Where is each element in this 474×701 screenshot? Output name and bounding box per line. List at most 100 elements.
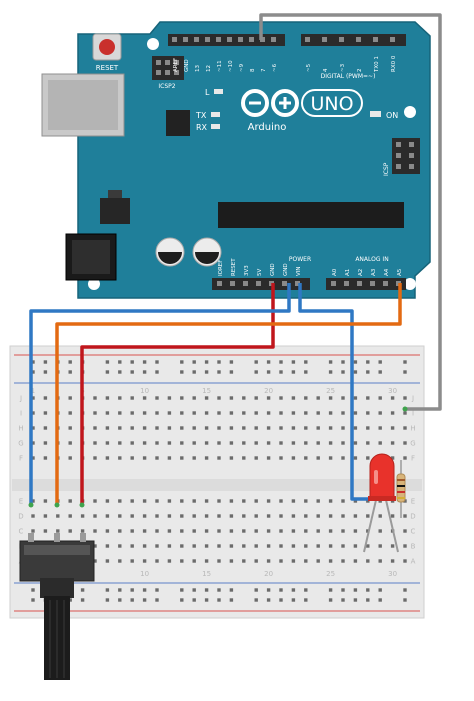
led[interactable] — [363, 453, 399, 553]
breadboard-hole[interactable] — [167, 544, 172, 548]
breadboard-hole[interactable] — [155, 396, 159, 400]
breadboard-hole[interactable] — [229, 544, 234, 548]
breadboard-hole[interactable] — [316, 396, 320, 400]
rail-hole[interactable] — [142, 588, 147, 592]
breadboard-hole[interactable] — [390, 426, 395, 430]
breadboard-hole[interactable] — [353, 514, 358, 518]
breadboard-hole[interactable] — [403, 411, 407, 415]
breadboard-hole[interactable] — [180, 456, 184, 460]
breadboard-hole[interactable] — [167, 441, 172, 445]
breadboard-hole[interactable] — [316, 441, 320, 445]
rail-hole[interactable] — [328, 370, 333, 374]
analog-pin-hole[interactable] — [370, 281, 375, 286]
breadboard-hole[interactable] — [43, 426, 48, 430]
breadboard-hole[interactable] — [279, 456, 283, 460]
rail-hole[interactable] — [155, 588, 159, 592]
breadboard-hole[interactable] — [291, 499, 296, 503]
breadboard-hole[interactable] — [403, 441, 407, 445]
breadboard-hole[interactable] — [328, 514, 333, 518]
breadboard-hole[interactable] — [341, 529, 345, 533]
rail-hole[interactable] — [254, 598, 258, 602]
breadboard-hole[interactable] — [279, 411, 283, 415]
rail-hole[interactable] — [118, 598, 122, 602]
breadboard-hole[interactable] — [266, 559, 271, 563]
breadboard-hole[interactable] — [192, 426, 196, 430]
breadboard-hole[interactable] — [68, 514, 72, 518]
breadboard-hole[interactable] — [142, 456, 147, 460]
breadboard-hole[interactable] — [31, 441, 35, 445]
rail-hole[interactable] — [279, 598, 283, 602]
digital-pin-hole[interactable] — [249, 37, 254, 42]
breadboard-hole[interactable] — [155, 456, 159, 460]
breadboard-hole[interactable] — [279, 426, 283, 430]
rail-hole[interactable] — [328, 598, 333, 602]
breadboard-hole[interactable] — [93, 499, 97, 503]
breadboard-hole[interactable] — [31, 396, 35, 400]
breadboard-hole[interactable] — [118, 544, 122, 548]
breadboard-hole[interactable] — [378, 411, 382, 415]
breadboard-hole[interactable] — [242, 441, 246, 445]
breadboard-hole[interactable] — [291, 426, 296, 430]
breadboard-hole[interactable] — [180, 544, 184, 548]
rail-hole[interactable] — [192, 598, 196, 602]
rail-hole[interactable] — [217, 360, 221, 364]
breadboard-hole[interactable] — [155, 499, 159, 503]
rail-hole[interactable] — [291, 360, 296, 364]
rail-hole[interactable] — [229, 360, 234, 364]
potentiometer[interactable] — [19, 533, 95, 680]
breadboard-hole[interactable] — [217, 426, 221, 430]
rail-hole[interactable] — [217, 370, 221, 374]
rail-hole[interactable] — [378, 360, 382, 364]
breadboard-hole[interactable] — [80, 529, 85, 533]
rail-hole[interactable] — [142, 360, 147, 364]
rail-hole[interactable] — [353, 598, 358, 602]
breadboard-hole[interactable] — [254, 441, 258, 445]
led-body[interactable] — [369, 453, 395, 499]
rail-hole[interactable] — [254, 370, 258, 374]
breadboard-hole[interactable] — [403, 456, 407, 460]
breadboard-hole[interactable] — [229, 529, 234, 533]
breadboard-hole[interactable] — [56, 514, 60, 518]
breadboard-hole[interactable] — [366, 396, 370, 400]
breadboard-hole[interactable] — [155, 544, 159, 548]
breadboard-hole[interactable] — [155, 529, 159, 533]
rail-hole[interactable] — [266, 588, 271, 592]
rail-hole[interactable] — [341, 598, 345, 602]
breadboard-hole[interactable] — [254, 411, 258, 415]
rail-hole[interactable] — [180, 598, 184, 602]
breadboard-hole[interactable] — [366, 456, 370, 460]
breadboard-hole[interactable] — [403, 559, 407, 563]
breadboard-hole[interactable] — [316, 499, 320, 503]
breadboard-hole[interactable] — [204, 499, 209, 503]
breadboard-hole[interactable] — [105, 499, 110, 503]
breadboard-hole[interactable] — [204, 559, 209, 563]
rail-hole[interactable] — [192, 360, 196, 364]
breadboard-hole[interactable] — [366, 514, 370, 518]
digital-pin-hole[interactable] — [216, 37, 221, 42]
breadboard-hole[interactable] — [328, 456, 333, 460]
breadboard-hole[interactable] — [291, 456, 296, 460]
breadboard-hole[interactable] — [254, 544, 258, 548]
rail-hole[interactable] — [31, 588, 35, 592]
breadboard-hole[interactable] — [353, 426, 358, 430]
breadboard-hole[interactable] — [142, 396, 147, 400]
breadboard-hole[interactable] — [167, 514, 172, 518]
breadboard-hole[interactable] — [304, 456, 308, 460]
breadboard-hole[interactable] — [254, 396, 258, 400]
breadboard-hole[interactable] — [217, 396, 221, 400]
breadboard-hole[interactable] — [366, 441, 370, 445]
breadboard-hole[interactable] — [130, 529, 134, 533]
rail-hole[interactable] — [229, 370, 234, 374]
rail-hole[interactable] — [403, 588, 407, 592]
breadboard-hole[interactable] — [130, 396, 134, 400]
breadboard-hole[interactable] — [130, 456, 134, 460]
breadboard-hole[interactable] — [266, 441, 271, 445]
breadboard-hole[interactable] — [204, 456, 209, 460]
rail-hole[interactable] — [254, 360, 258, 364]
power-pin-hole[interactable] — [295, 281, 300, 286]
breadboard-hole[interactable] — [353, 396, 358, 400]
breadboard-hole[interactable] — [341, 441, 345, 445]
breadboard-hole[interactable] — [204, 441, 209, 445]
rail-hole[interactable] — [105, 598, 110, 602]
breadboard-hole[interactable] — [155, 559, 159, 563]
